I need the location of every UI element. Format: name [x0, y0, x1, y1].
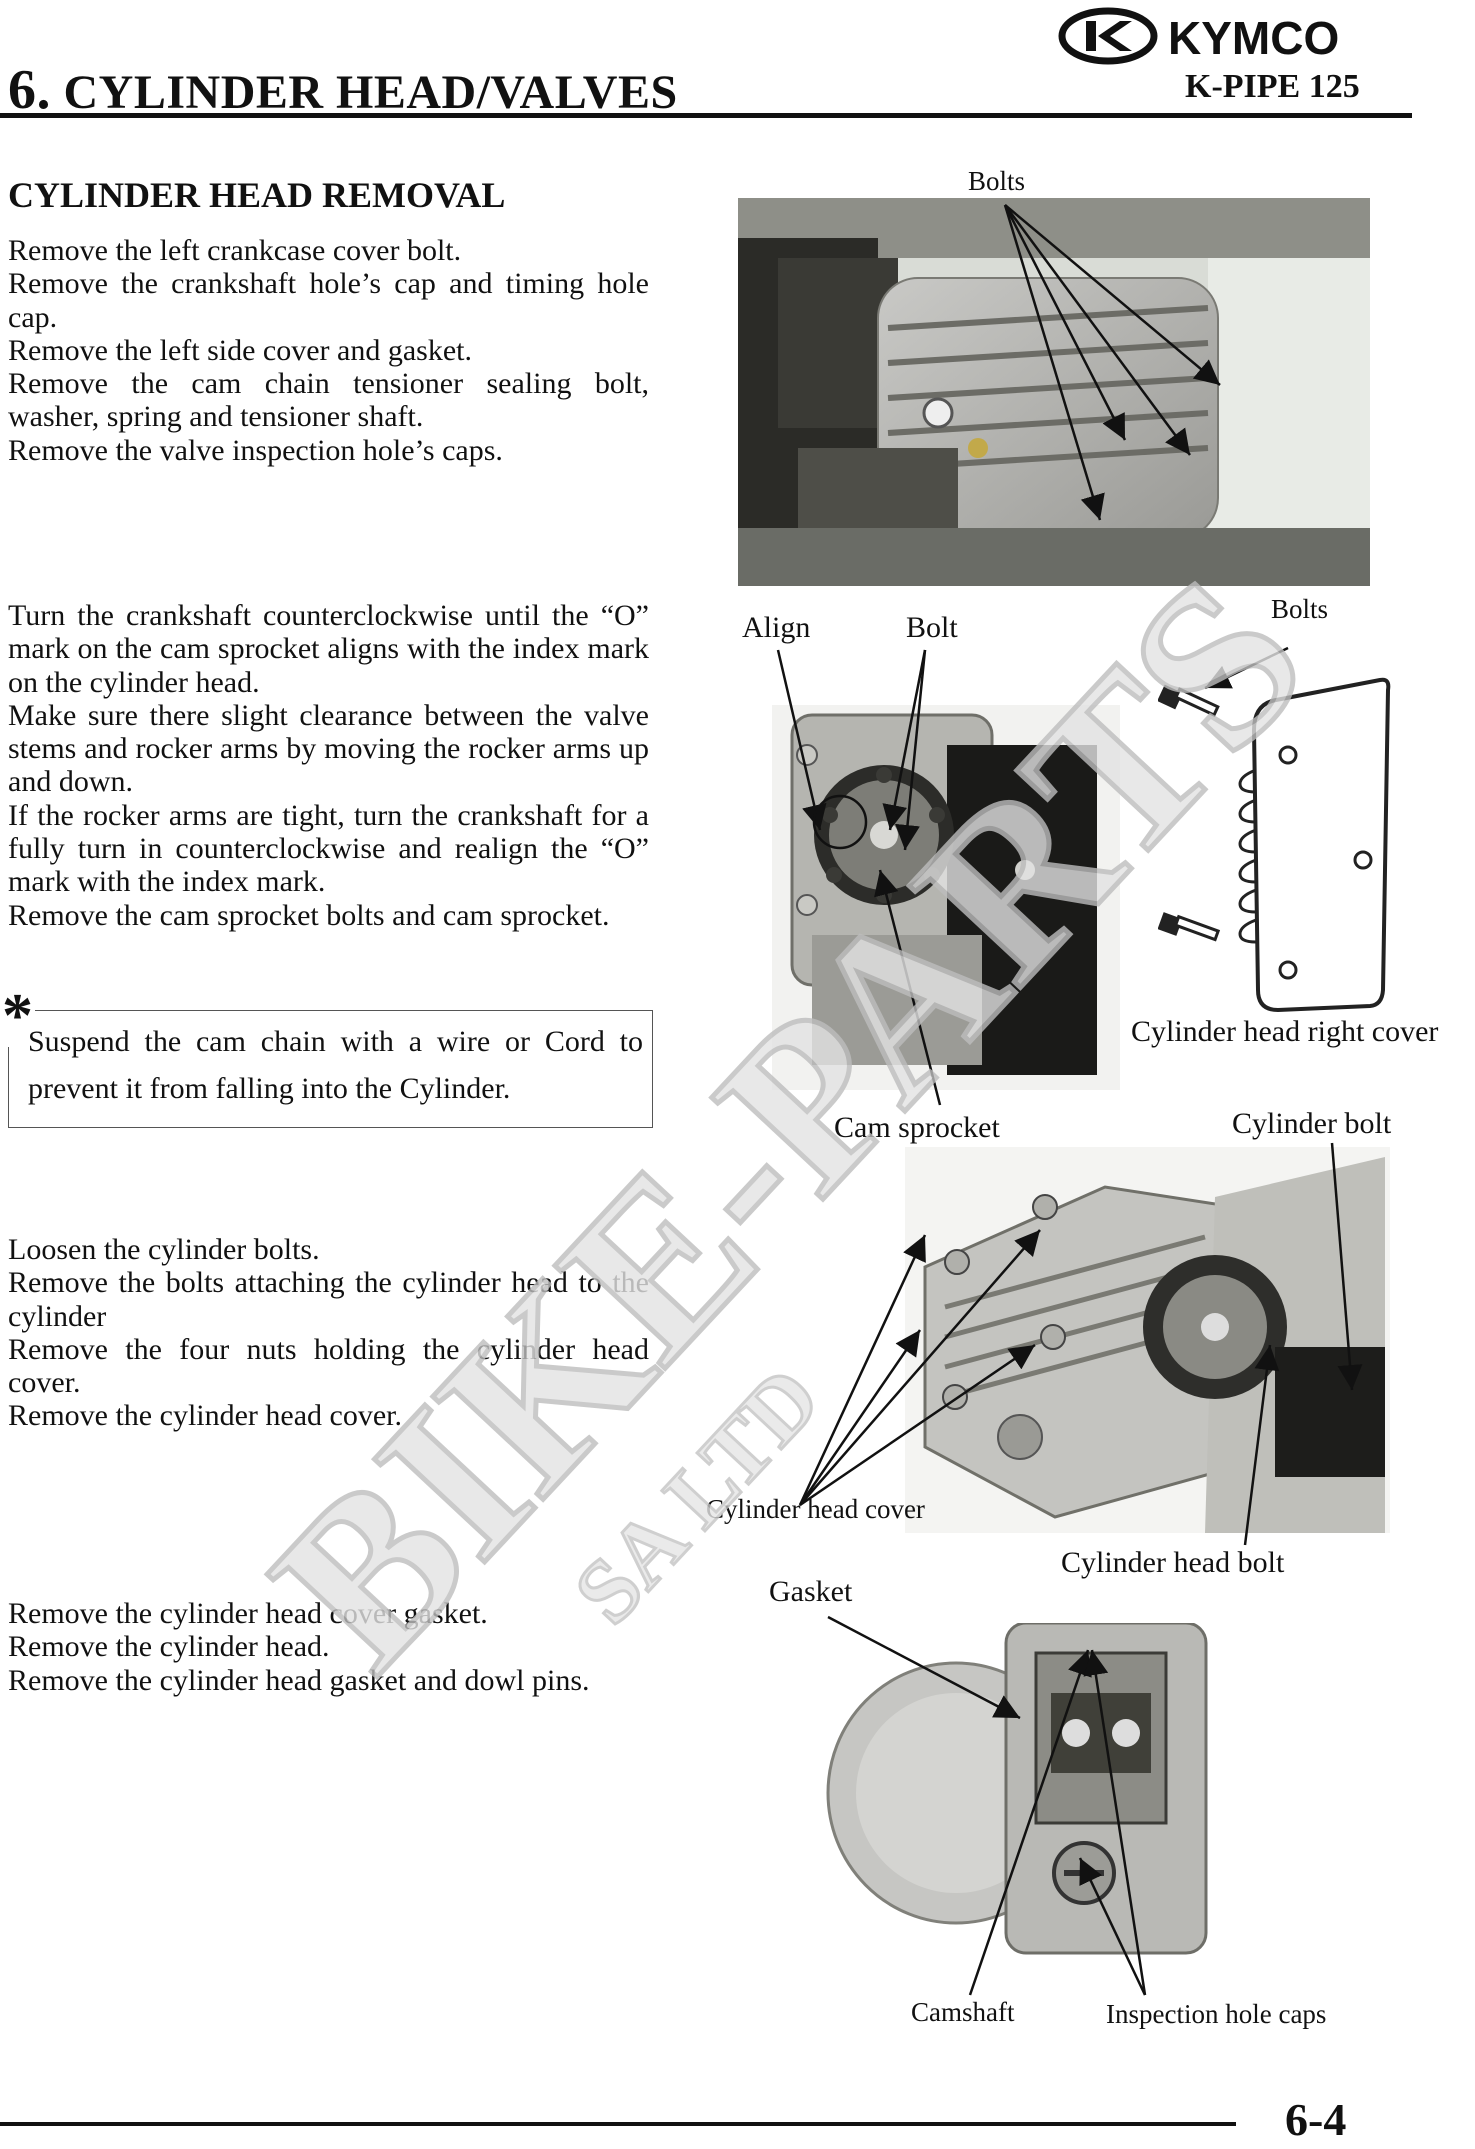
- instructions-block-4: Remove the cylinder head cover gasket. R…: [8, 1597, 649, 1697]
- fig2-label-bolts: Bolts: [1271, 594, 1329, 624]
- instructions-block-2: Turn the crankshaft counterclockwise unt…: [8, 599, 649, 932]
- instruction-line: Remove the bolts attaching the cylinder …: [8, 1266, 649, 1333]
- instructions-block-1: Remove the left crankcase cover bolt. Re…: [8, 234, 649, 467]
- chapter-number: 6.: [8, 59, 51, 121]
- instruction-line: Remove the cam chain tensioner sealing b…: [8, 367, 649, 434]
- photo-engine-gasket: [826, 1623, 1222, 1964]
- footer-rule: [0, 2122, 1236, 2126]
- fig2-label-bolt: Bolt: [906, 611, 958, 644]
- note-text: Suspend the cam chain with a wire or Cor…: [28, 1025, 643, 1105]
- instruction-line: Remove the valve inspection hole’s caps.: [8, 433, 503, 467]
- photo-cylinder-head: [905, 1147, 1390, 1533]
- chapter-heading: 6. CYLINDER HEAD/VALVES: [8, 58, 678, 122]
- fig2-label-align: Align: [742, 611, 811, 644]
- instruction-line: Loosen the cylinder bolts.: [8, 1233, 320, 1266]
- fig2-label-cam-sprocket: Cam sprocket: [834, 1111, 1000, 1144]
- instruction-line: Turn the crankshaft counterclockwise unt…: [8, 599, 649, 699]
- instruction-line: Remove the crankshaft hole’s cap and tim…: [8, 267, 649, 334]
- instruction-line: Remove the cylinder head cover gasket.: [8, 1597, 488, 1630]
- instruction-line: Remove the cylinder head cover.: [8, 1399, 403, 1433]
- photo-engine-bolts: [738, 198, 1370, 586]
- instruction-line: Remove the left side cover and gasket.: [8, 333, 473, 367]
- page-number: 6-4: [1285, 2094, 1347, 2145]
- section-title: CYLINDER HEAD REMOVAL: [8, 175, 506, 215]
- instruction-line: Make sure there slight clearance between…: [8, 698, 649, 799]
- note-asterisk: *: [0, 982, 35, 1050]
- instructions-block-3: Loosen the cylinder bolts. Remove the bo…: [8, 1233, 649, 1433]
- bolt-icon: [1157, 912, 1221, 942]
- kymco-logo: KYMCO: [1058, 6, 1403, 66]
- fig3-label-head-bolt: Cylinder head bolt: [1061, 1546, 1285, 1579]
- fig2-label-right-cover: Cylinder head right cover: [1131, 1015, 1439, 1048]
- fig4-label-gasket: Gasket: [769, 1575, 853, 1608]
- instruction-line: Remove the four nuts holding the cylinde…: [8, 1332, 649, 1400]
- instruction-line: Remove the cam sprocket bolts and cam sp…: [8, 898, 610, 932]
- fig3-label-cylinder-bolt: Cylinder bolt: [1232, 1107, 1392, 1140]
- bolt-icon: [1157, 684, 1220, 717]
- instruction-line: Remove the cylinder head gasket and dowl…: [8, 1663, 590, 1697]
- svg-text:KYMCO: KYMCO: [1168, 12, 1339, 64]
- instruction-line: Remove the cylinder head.: [8, 1630, 330, 1664]
- fig1-label-bolts: Bolts: [968, 166, 1026, 196]
- model-name: K-PIPE 125: [1185, 68, 1360, 105]
- header-rule: [0, 113, 1412, 118]
- fig4-label-camshaft: Camshaft: [911, 1997, 1015, 2027]
- fig4-label-inspection-caps: Inspection hole caps: [1106, 1999, 1327, 2029]
- drawing-right-cover: [1157, 660, 1398, 1020]
- note-box: [8, 1010, 653, 1128]
- instruction-line: If the rocker arms are tight, turn the c…: [8, 798, 649, 899]
- fig3-label-head-cover: Cylinder head cover: [706, 1494, 925, 1524]
- instruction-line: Remove the left crankcase cover bolt.: [8, 234, 462, 267]
- chapter-title: CYLINDER HEAD/VALVES: [63, 66, 678, 119]
